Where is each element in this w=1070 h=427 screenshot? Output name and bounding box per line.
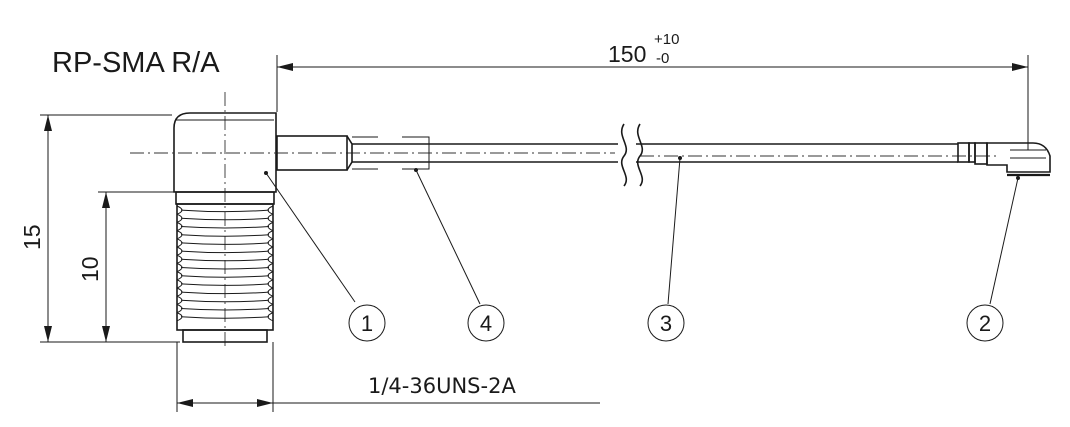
coaxial-cable [130, 123, 1000, 187]
break-mark-right [636, 123, 644, 187]
leader-line-4 [415, 169, 481, 305]
thread-crest [176, 287, 274, 297]
length-lower-tolerance: -0 [656, 50, 669, 67]
thread-crest [176, 303, 274, 314]
plug-head [986, 142, 1051, 173]
balloon-2-circle [966, 304, 1004, 342]
leader-line-2 [989, 177, 1019, 305]
balloon-2-label: 2 [979, 311, 991, 336]
balloon-2: 2 [966, 304, 1004, 342]
thread-arrow-right [257, 399, 273, 407]
balloon-4-label: 4 [480, 311, 492, 336]
balloon-1-circle [348, 304, 386, 342]
height-15-dimension: 15 [19, 114, 180, 343]
thread-crest [176, 295, 274, 305]
leader-line-1 [265, 172, 356, 303]
balloon-1: 1 [348, 304, 386, 342]
height-15-arrow-top [44, 115, 52, 131]
leader-lines [264, 156, 1020, 305]
balloon-3-circle [647, 304, 685, 342]
crimp-ferrule [276, 135, 348, 171]
balloon-4: 4 [467, 304, 505, 342]
length-dimension: 150 +10 -0 [276, 31, 1029, 150]
plug-ferrule-1 [957, 142, 970, 163]
thread-crest [176, 271, 274, 281]
height-10-arrow-top [102, 192, 110, 208]
leader-line-3 [667, 157, 681, 305]
thread-crest [176, 230, 274, 240]
height-10-value: 10 [77, 256, 103, 282]
balloon-3: 3 [647, 304, 685, 342]
right-end-plug [957, 142, 1051, 177]
thread-crest [176, 279, 274, 289]
balloon-1-label: 1 [361, 311, 373, 336]
drawing-title: RP-SMA R/A [52, 47, 220, 79]
plug-ferrule-3 [974, 142, 988, 165]
thread-crest [176, 238, 274, 248]
balloon-3-label: 3 [660, 311, 672, 336]
break-mark-left [620, 123, 628, 187]
ferrule-end [346, 135, 353, 171]
height-15-value: 15 [19, 224, 45, 250]
thread-crest [176, 262, 274, 273]
rp-sma-connector [173, 92, 277, 350]
thread-crest [176, 205, 274, 215]
thread-crest [176, 254, 274, 264]
height-10-arrow-bottom [102, 326, 110, 342]
thread-crest [176, 312, 274, 322]
length-upper-tolerance: +10 [654, 31, 679, 48]
thread-crest [176, 213, 274, 223]
height-10-dimension: 10 [77, 191, 175, 342]
height-15-arrow-bottom [44, 326, 52, 342]
thread-crest [176, 246, 274, 256]
length-arrow-left [277, 63, 293, 71]
thread-arrow-left [177, 399, 193, 407]
thread-crest [176, 221, 274, 232]
length-value: 150 [608, 41, 646, 67]
barrel-bottom-face [182, 329, 268, 343]
balloon-4-circle [467, 304, 505, 342]
connector-body [173, 112, 277, 193]
length-arrow-right [1012, 63, 1028, 71]
thread-dimension: 1/4-36UNS-2A [176, 342, 600, 412]
plug-ferrule-2 [968, 142, 976, 163]
thread-pattern [176, 205, 274, 322]
thread-spec: 1/4-36UNS-2A [368, 374, 516, 398]
